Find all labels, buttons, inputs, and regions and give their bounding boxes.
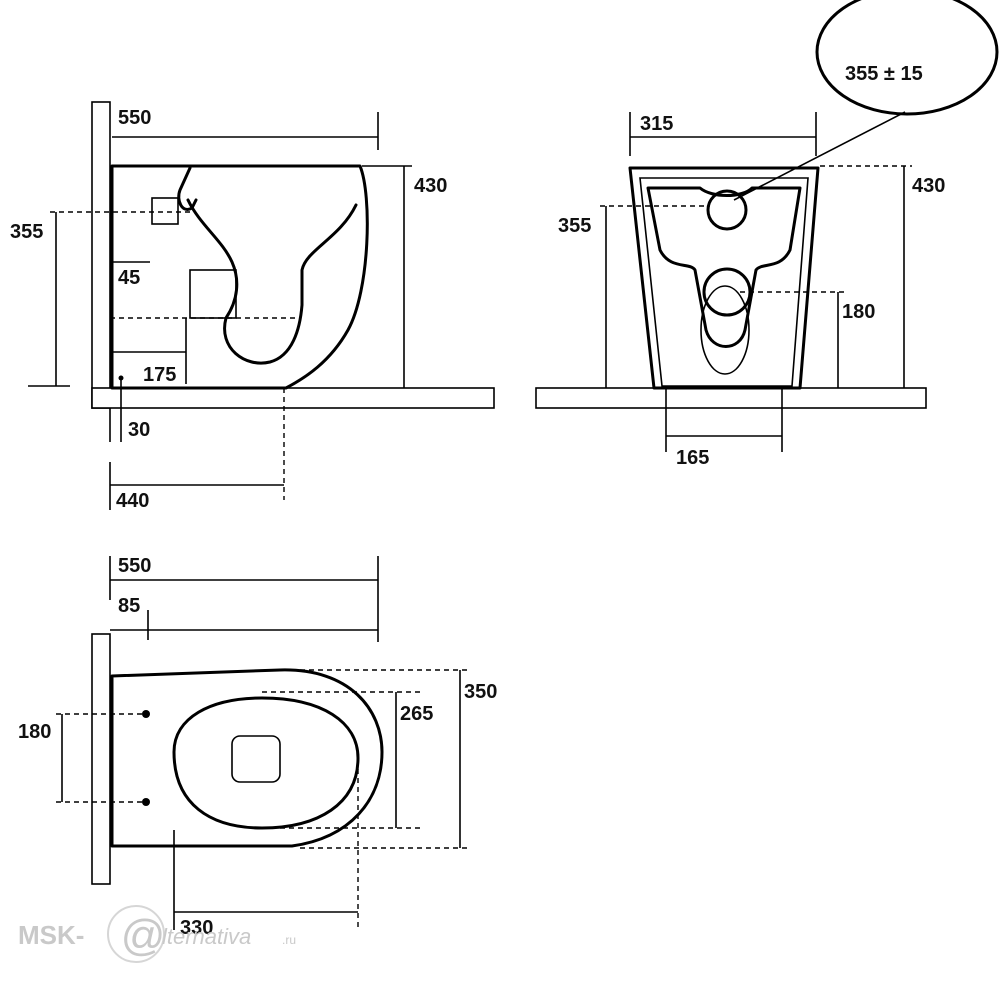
side-view: 550 430 355 45 175 30 440: [10, 101, 495, 512]
front-view-callout: 355 ± 15: [845, 63, 923, 85]
front-view-body-outline: [628, 166, 820, 390]
top-view-dim-85: 85: [118, 595, 140, 617]
side-view-dim-30: 30: [128, 419, 150, 441]
front-view-dim-430: 430: [912, 175, 945, 197]
watermark-ring: [107, 905, 165, 963]
side-view-dim-440: 440: [116, 490, 149, 512]
front-view-outlet-circle: [706, 189, 748, 231]
side-view-rim-hook: [177, 166, 198, 211]
side-view-dim-175: 175: [143, 364, 176, 386]
side-view-wall: [91, 101, 111, 409]
top-view-bolt-top: [142, 710, 150, 718]
top-view: 550 85 180 265 350 330: [18, 555, 497, 939]
watermark-at-sign: @: [120, 911, 165, 960]
top-view-body-outline: [110, 668, 384, 848]
front-view-floor: [535, 387, 927, 409]
front-view: 355 ± 15 315 430 355 180 165: [535, 0, 999, 469]
front-view-dim-355: 355: [558, 215, 591, 237]
front-view-callout-leader: [733, 111, 906, 201]
top-view-bolt-bottom: [142, 798, 150, 806]
top-view-seat-outline: [172, 696, 360, 830]
top-view-dim-550: 550: [118, 555, 151, 577]
side-view-floor: [91, 387, 495, 409]
top-view-dim-330: 330: [180, 917, 213, 939]
watermark-prefix: MSK-: [18, 920, 84, 950]
front-view-pan-slot: [700, 285, 750, 375]
front-view-dim-165: 165: [676, 447, 709, 469]
side-view-dim-45: 45: [118, 267, 140, 289]
front-view-dim-180: 180: [842, 301, 875, 323]
front-view-callout-bubble: [815, 0, 999, 116]
top-view-dim-180: 180: [18, 721, 51, 743]
top-view-wall: [91, 633, 111, 885]
front-view-inner-outline: [639, 177, 809, 387]
top-view-drain-square: [231, 735, 281, 783]
side-view-outlet-box: [151, 197, 179, 225]
side-view-dim-430: 430: [414, 175, 447, 197]
watermark-suffix: lternativa: [162, 924, 251, 949]
front-view-dim-315: 315: [640, 113, 673, 135]
side-view-dim-550: 550: [118, 107, 151, 129]
front-view-bowl-outline: [646, 186, 802, 348]
top-view-dim-265: 265: [400, 703, 433, 725]
side-view-trap-outline: [186, 198, 358, 365]
side-view-dim-355: 355: [10, 221, 43, 243]
watermark-tld: .ru: [282, 933, 296, 947]
side-view-bowl-outline: [110, 164, 369, 390]
watermark: MSK- @ lternativa .ru: [18, 905, 296, 963]
top-view-dim-350: 350: [464, 681, 497, 703]
